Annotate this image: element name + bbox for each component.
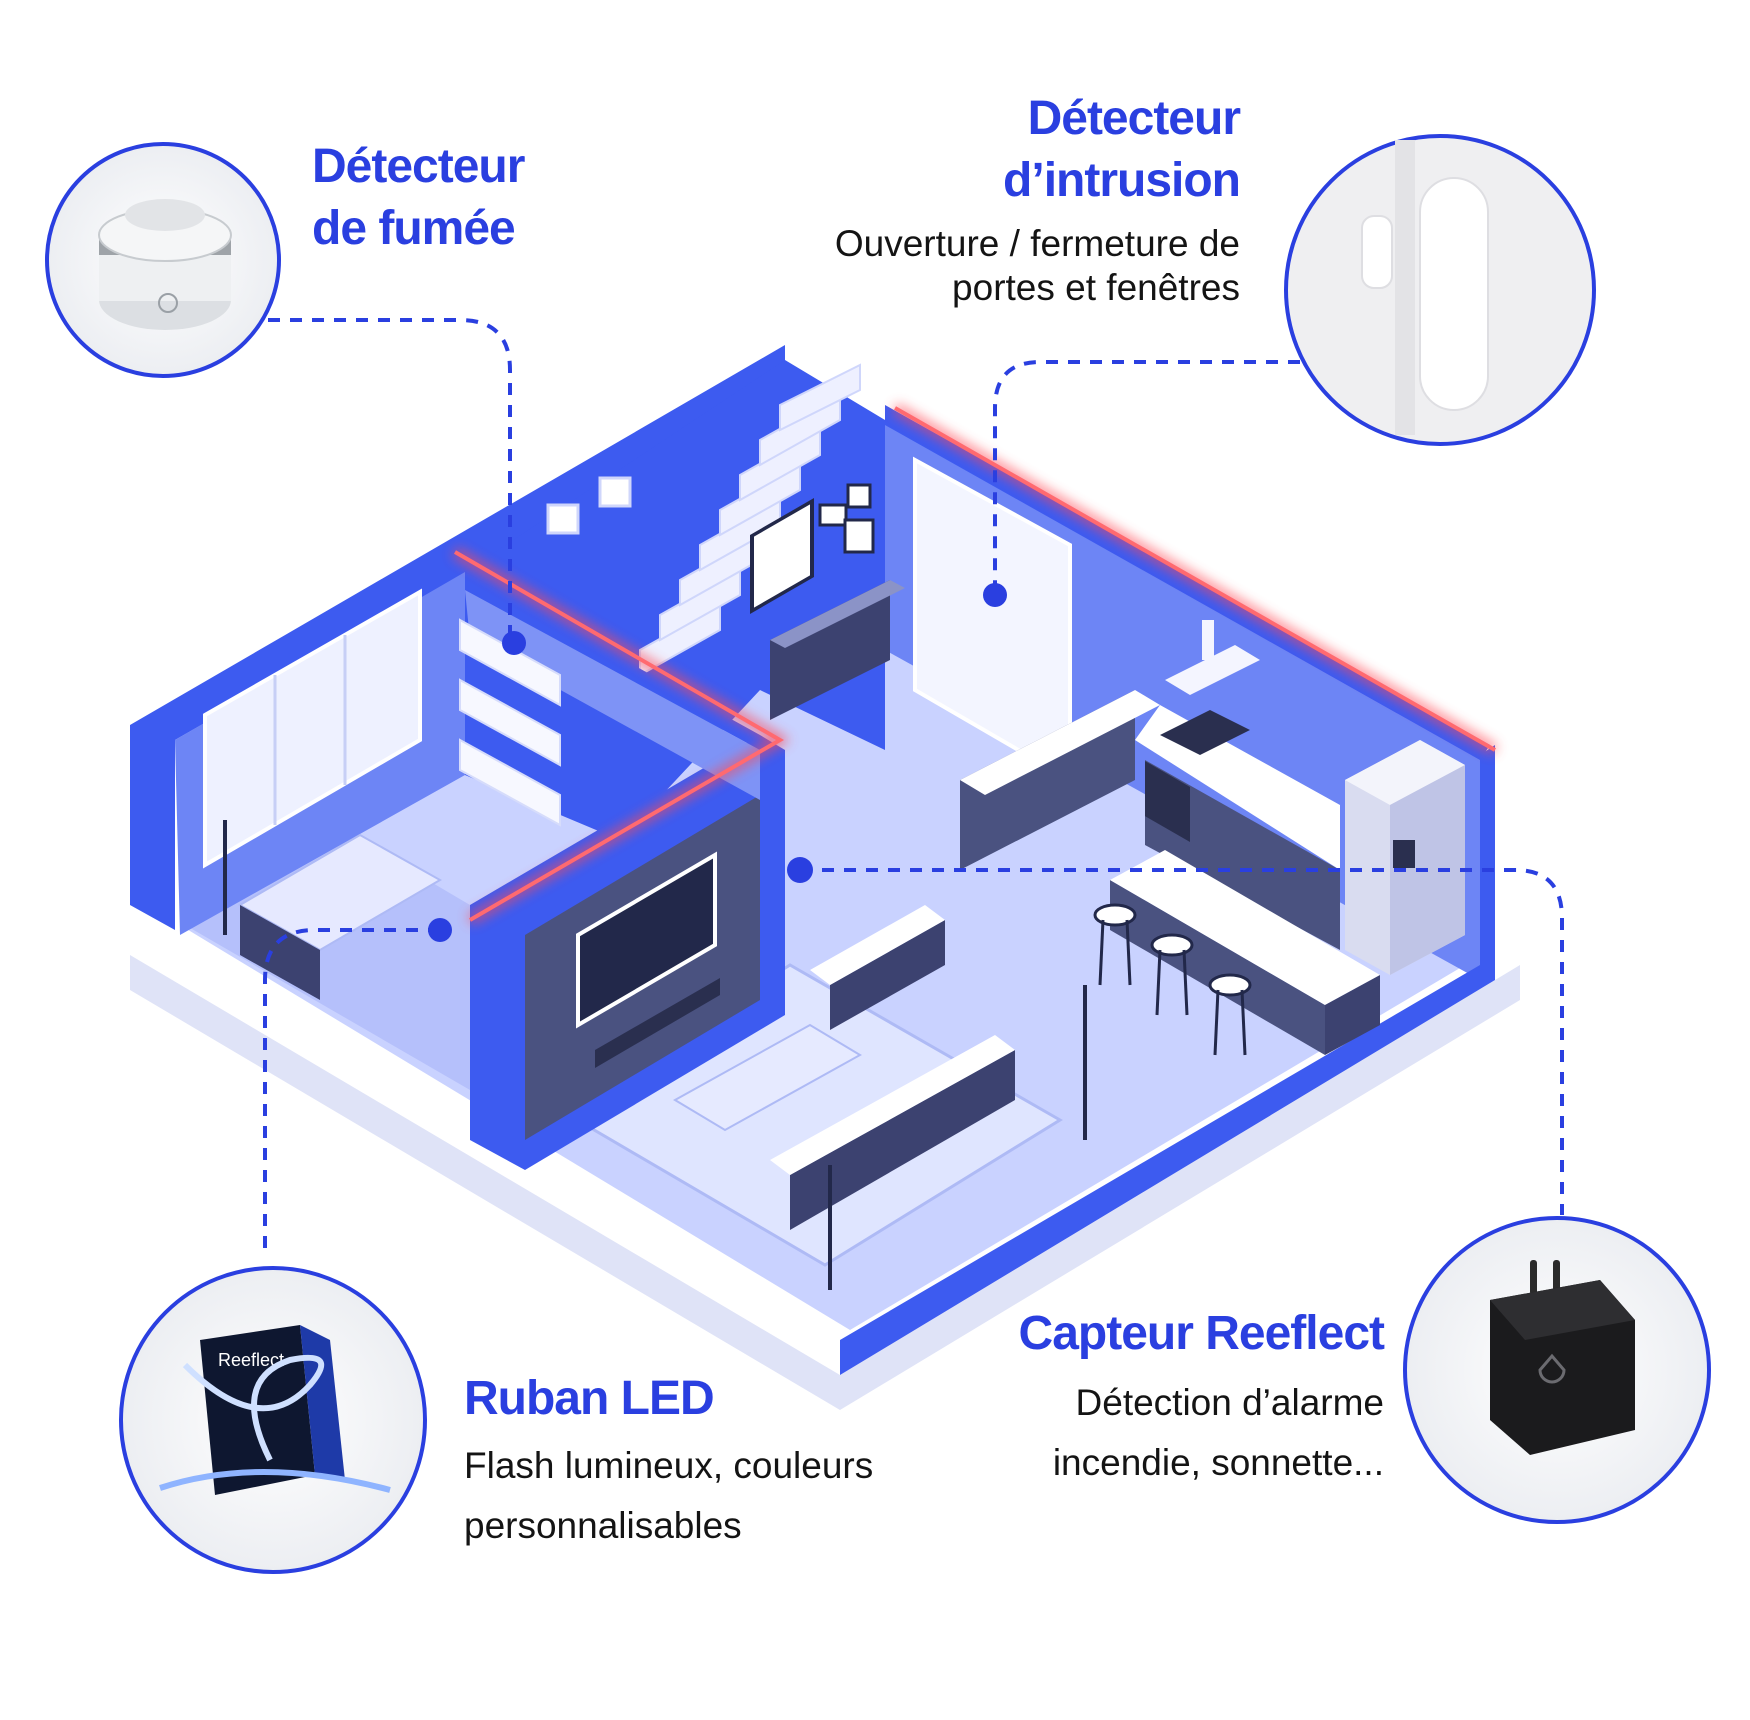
kitchen-island [1110, 850, 1380, 1055]
smoke-detector-icon [45, 142, 281, 378]
connectors [263, 318, 1564, 1255]
connector-intrusion [993, 360, 1300, 590]
connector-sensor [800, 868, 1564, 1215]
led-desc-line-2: personnalisables [464, 1505, 742, 1546]
intrusion-desc-line-1: Ouverture / fermeture de [834, 223, 1240, 264]
bar-stools [1093, 903, 1252, 1056]
tv-console [595, 978, 720, 1068]
intrusion-detector-title: Détecteur d’intrusion [1003, 88, 1241, 212]
reeflect-sensor-title: Capteur Reeflect [1018, 1303, 1385, 1365]
led-strip-title: Ruban LED [464, 1368, 715, 1430]
isometric-house [130, 345, 1520, 1410]
sensor-desc-line-1: Détection d’alarme [1075, 1382, 1384, 1423]
wall-right-outer [840, 745, 1495, 1375]
staircase [639, 363, 861, 677]
smoke-title-line-1: Détecteur [312, 140, 525, 193]
wall-bedroom-divider [465, 572, 760, 750]
plug-sensor-icon [1403, 1216, 1711, 1524]
led-desc-line-1: Flash lumineux, couleurs [464, 1445, 874, 1486]
connector-dots [428, 583, 1007, 942]
sensor-desc-line-2: incendie, sonnette... [1052, 1442, 1384, 1483]
floor-lamps [223, 820, 1087, 1290]
led-title: Ruban LED [464, 1372, 715, 1425]
led-strip-icon: Reeflect [119, 1266, 427, 1574]
connector-led [263, 928, 440, 1255]
intrusion-title-line-2: d’intrusion [1003, 154, 1241, 207]
kitchen [960, 620, 1465, 975]
sideboard [770, 580, 890, 720]
bedroom-wall-face [465, 590, 760, 800]
coffee-table [673, 1023, 862, 1132]
bed [237, 833, 443, 952]
tv-screen [576, 851, 717, 1029]
intrusion-title-line-1: Détecteur [1027, 92, 1241, 145]
smoke-title-line-2: de fumée [312, 202, 516, 255]
bed-base [240, 905, 320, 1000]
bedroom-window [203, 588, 422, 869]
intrusion-detector-description: Ouverture / fermeture de portes et fenêt… [835, 222, 1240, 310]
sofa [770, 905, 1015, 1230]
range-hood [1165, 645, 1260, 695]
smoke-detector-title: Détecteur de fumée [312, 136, 525, 260]
bookshelf [459, 618, 561, 827]
connector-smoke [268, 318, 512, 640]
led-box-brand: Reeflect [218, 1350, 284, 1370]
reeflect-sensor-description: Détection d’alarme incendie, sonnette... [1053, 1373, 1384, 1493]
sensor-title: Capteur Reeflect [1018, 1307, 1385, 1360]
led-strip-description: Flash lumineux, couleurs personnalisable… [464, 1436, 873, 1556]
intrusion-desc-line-2: portes et fenêtres [952, 267, 1240, 308]
led-strip-glow [452, 403, 1498, 925]
cooktop [1160, 710, 1250, 755]
door-sensor-icon [1284, 134, 1596, 446]
